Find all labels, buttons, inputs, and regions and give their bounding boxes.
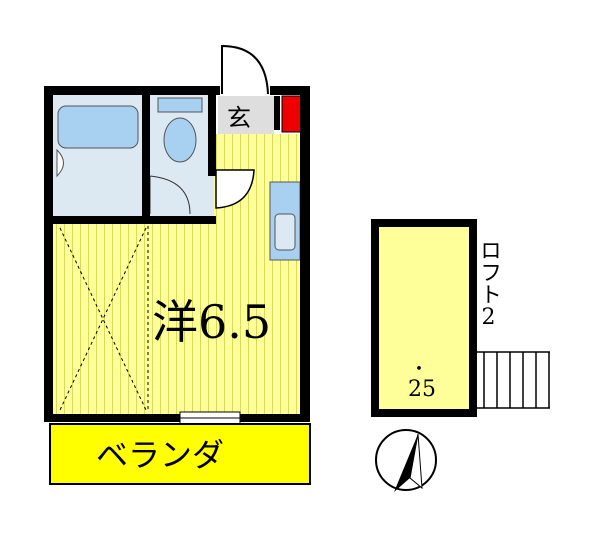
loft-dot: ・ bbox=[410, 359, 428, 380]
bathtub-icon bbox=[57, 105, 139, 149]
balcony-label: ベランダ bbox=[96, 436, 224, 474]
walls bbox=[44, 86, 310, 422]
stairs-icon bbox=[472, 351, 550, 409]
entrance-label: 玄 bbox=[227, 104, 251, 132]
balcony bbox=[49, 423, 311, 485]
main-room-floor bbox=[52, 222, 304, 414]
loft: ロフト2 ・ 25 bbox=[371, 219, 501, 417]
toilet-tank bbox=[157, 97, 203, 113]
main-room-label: 洋6.5 bbox=[152, 295, 271, 349]
balcony-window bbox=[179, 411, 241, 425]
kitchen-sink-icon bbox=[274, 213, 296, 251]
bath-door-swing bbox=[215, 169, 255, 209]
north-arrow-icon bbox=[375, 429, 437, 492]
toilet-icon bbox=[163, 117, 197, 163]
closet bbox=[59, 226, 149, 412]
entrance-floor bbox=[218, 96, 274, 134]
entry-door-swing bbox=[221, 44, 269, 95]
loft-number: 25 bbox=[408, 377, 436, 402]
washbasin-icon bbox=[56, 148, 64, 178]
loft-floor bbox=[371, 219, 477, 417]
main-unit: 玄 bbox=[44, 44, 311, 485]
